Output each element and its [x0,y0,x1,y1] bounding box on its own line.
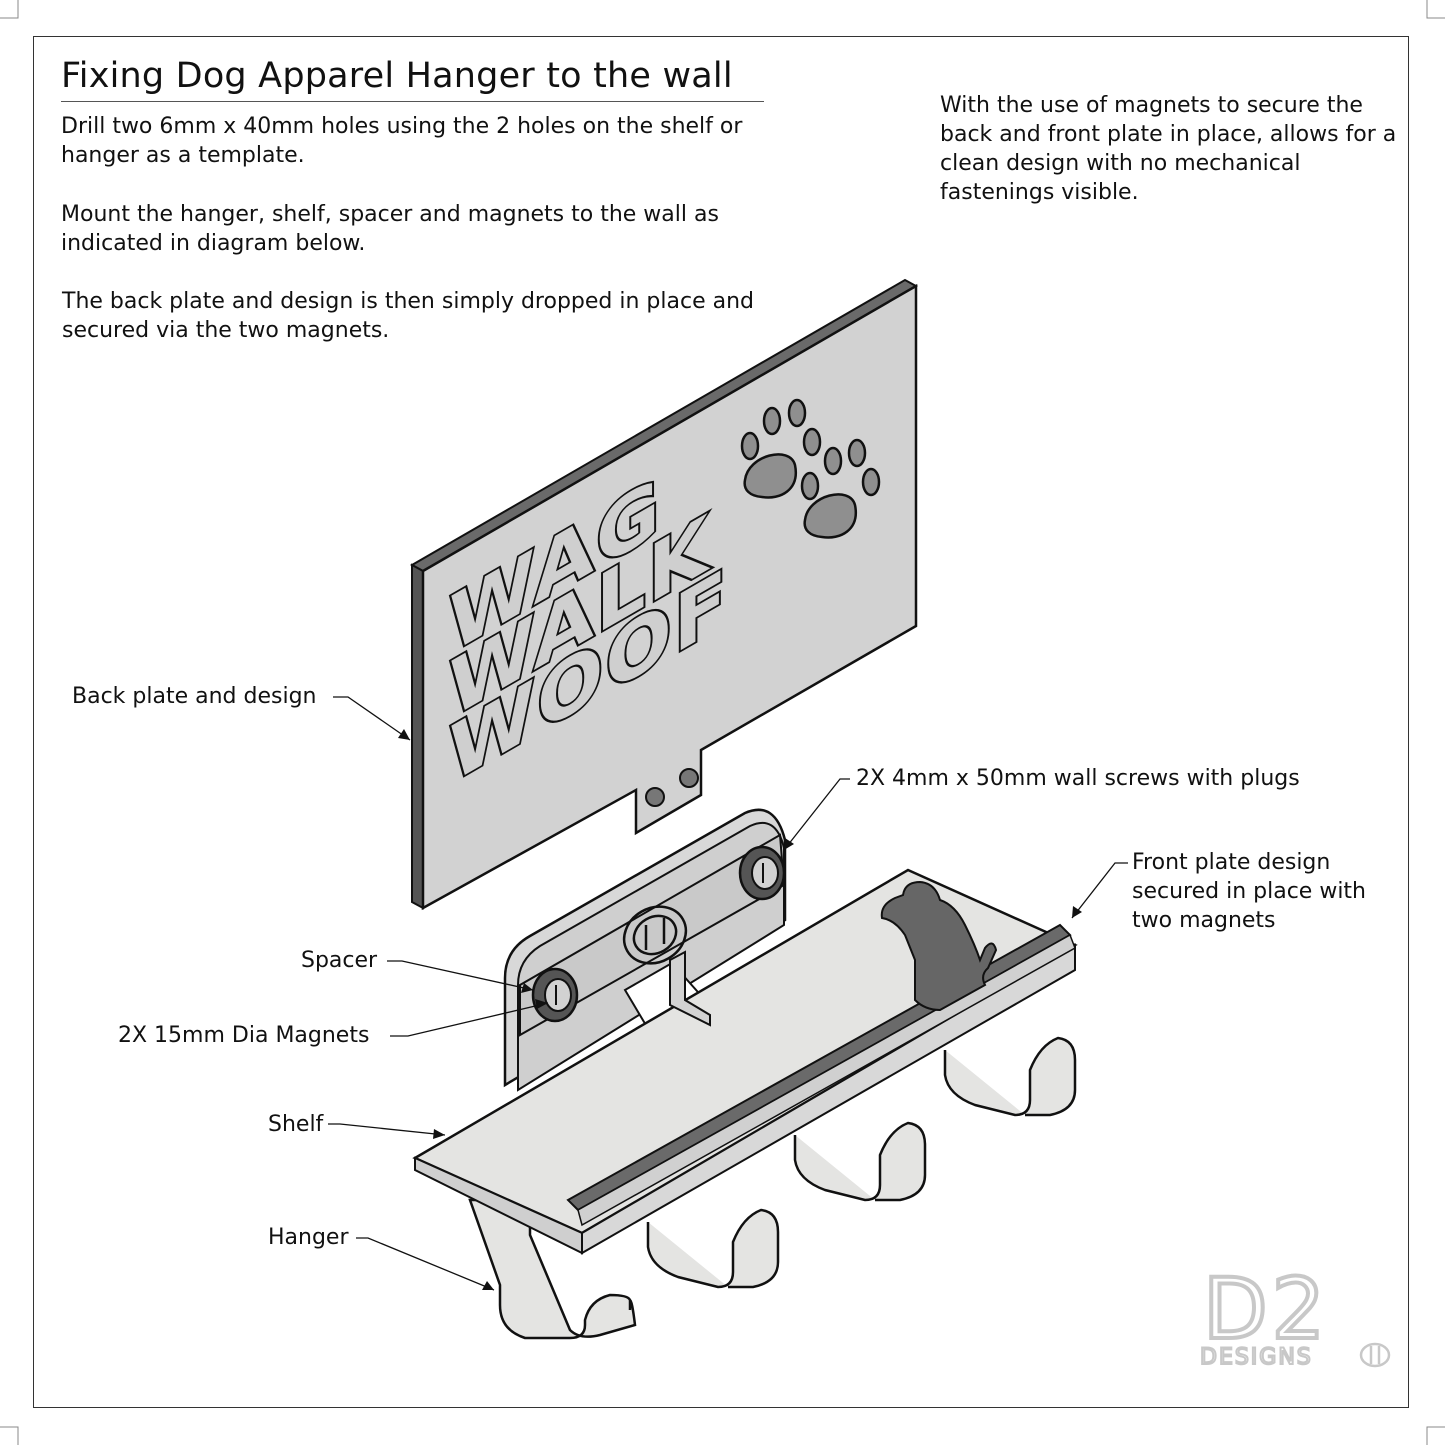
hook-front-left [468,1198,637,1340]
back-plate-face [421,283,918,911]
leader-front-plate [1071,862,1128,919]
back-plate-side [411,563,424,910]
corner-mark-top-right [1426,0,1445,19]
d2-designs-logo: D2 DESIGNS [1199,1258,1391,1371]
leader-lines [328,696,1128,1291]
instruction-step-2: Mount the hanger, shelf, spacer and magn… [61,202,719,256]
leader-magnets [390,1002,549,1037]
back-plate-tab-bolt-left [645,787,665,807]
paw-print-icon [800,438,881,539]
title-underline [61,101,764,102]
callout-back-plate: Back plate and design [72,684,317,709]
callout-magnets: 2X 15mm Dia Magnets [118,1023,370,1048]
callout-shelf: Shelf [268,1112,324,1137]
shelf-tab [669,950,711,1027]
leader-screws [783,778,850,851]
leader-hanger [356,1237,495,1291]
paw-print-icon [740,398,822,499]
drawing-frame [33,36,1409,1408]
corner-mark-bottom-right [1426,1426,1445,1445]
shelf-lip-face [577,933,1076,1227]
callout-hanger: Hanger [268,1225,349,1250]
back-plate: WAG WALK WOOF [409,278,919,911]
instruction-step-3: The back plate and design is then simply… [62,289,754,343]
corner-mark-bottom-left [0,1426,19,1445]
magnet-note: With the use of magnets to secure the ba… [940,93,1397,205]
callout-wall-screws: 2X 4mm x 50mm wall screws with plugs [856,766,1300,791]
leader-spacer [387,960,534,991]
corner-mark-top-left [0,0,19,19]
hook-back-middle [793,1121,927,1202]
dog-silhouette-icon [880,880,998,1012]
hook-front-middle [646,1208,780,1289]
magnet-left [531,967,579,1023]
logo-sub: DESIGNS [1200,1345,1313,1370]
logo-main: D2 [1203,1260,1329,1358]
spacer-bar [519,833,786,1037]
wall-bracket [503,808,787,1092]
leader-back-plate [333,696,411,741]
magnet-right [738,845,786,901]
hanger [468,1036,1077,1340]
page-title: Fixing Dog Apparel Hanger to the wall [61,56,733,96]
logo-mark-icon [1359,1342,1391,1368]
shelf [412,868,1078,1255]
callout-spacer: Spacer [301,948,378,973]
hook-back-right [943,1036,1077,1117]
back-plate-tab-bolt-right [679,768,699,788]
callout-front-plate: Front plate design secured in place with… [1132,850,1366,933]
leader-arrowheads [398,729,1082,1290]
instruction-step-1: Drill two 6mm x 40mm holes using the 2 h… [61,114,743,168]
spacer-logo-icon [622,905,688,965]
leader-shelf [328,1123,446,1136]
